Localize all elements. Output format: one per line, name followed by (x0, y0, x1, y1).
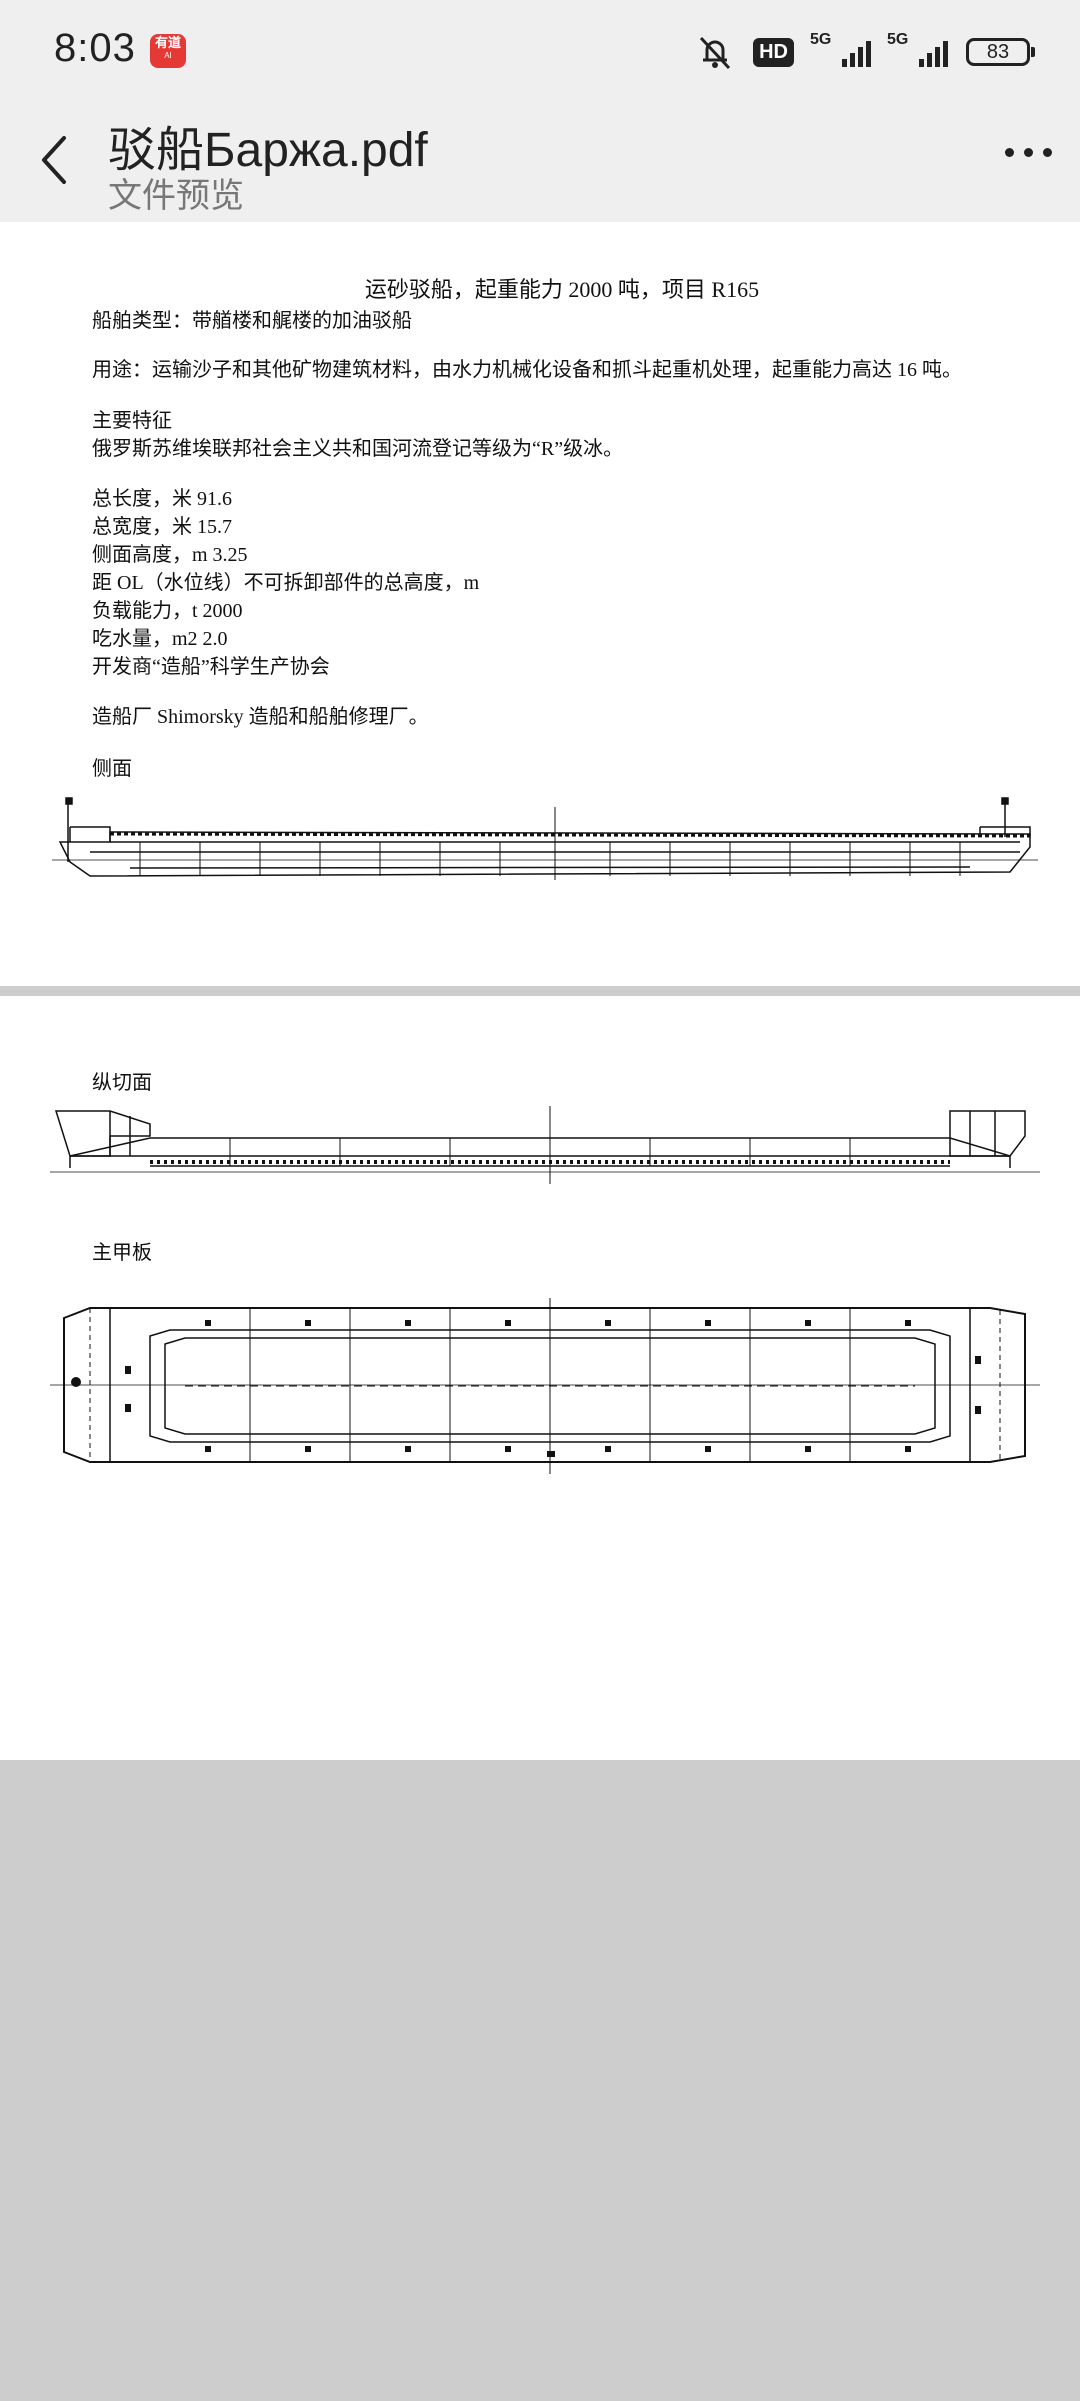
registry-class: 俄罗斯苏维埃联邦社会主义共和国河流登记等级为“R”级冰。 (92, 438, 624, 460)
spec-item: 开发商“造船”科学生产协会 (92, 656, 330, 678)
pdf-page-2[interactable]: 纵切面 主甲板 (0, 996, 1080, 1760)
pdf-page-1[interactable]: 运砂驳船，起重能力 2000 吨，项目 R165 船舶类型：带艏楼和艉楼的加油驳… (0, 222, 1080, 986)
vessel-type: 船舶类型：带艏楼和艉楼的加油驳船 (92, 310, 412, 332)
spec-item: 侧面高度，m 3.25 (92, 544, 248, 566)
longitudinal-section-label: 纵切面 (92, 1072, 152, 1094)
more-dots-icon[interactable] (1005, 148, 1052, 157)
purpose: 用途：运输沙子和其他矿物建筑材料，由水力机械化设备和抓斗起重机处理，起重能力高达… (92, 359, 962, 381)
mute-bell-icon (700, 36, 731, 70)
main-features-heading: 主要特征 (92, 410, 172, 432)
status-icons: HD 5G 5G 83 (695, 30, 1035, 74)
document-title: 运砂驳船，起重能力 2000 吨，项目 R165 (364, 277, 760, 302)
spec-item: 负载能力，t 2000 (92, 600, 243, 622)
file-title: 驳船Баржа.pdf (108, 124, 428, 177)
longitudinal-section-drawing (50, 1106, 1040, 1184)
side-view-label: 侧面 (92, 758, 132, 780)
side-view-drawing (52, 797, 1038, 880)
file-preview-label: 文件预览 (108, 177, 244, 215)
main-deck-label: 主甲板 (92, 1242, 152, 1264)
spec-item: 总长度，米 91.6 (92, 488, 232, 510)
main-deck-drawing (50, 1298, 1040, 1474)
signal-icon: 5G (810, 31, 871, 67)
spec-item: 总宽度，米 15.7 (92, 516, 232, 538)
spec-item: 距 OL（水位线）不可拆卸部件的总高度，m (92, 572, 480, 594)
chevron-left-icon[interactable] (36, 130, 72, 190)
battery-icon: 83 (966, 38, 1035, 66)
spec-item: 吃水量，m2 2.0 (92, 628, 228, 650)
app-header: 驳船Баржа.pdf 文件预览 (0, 100, 1080, 222)
signal-icon-2: 5G (887, 31, 948, 67)
shipyard: 造船厂 Shimorsky 造船和船舶修理厂。 (92, 706, 429, 728)
status-time: 8:03 (54, 26, 136, 70)
hd-icon: HD (753, 37, 794, 67)
